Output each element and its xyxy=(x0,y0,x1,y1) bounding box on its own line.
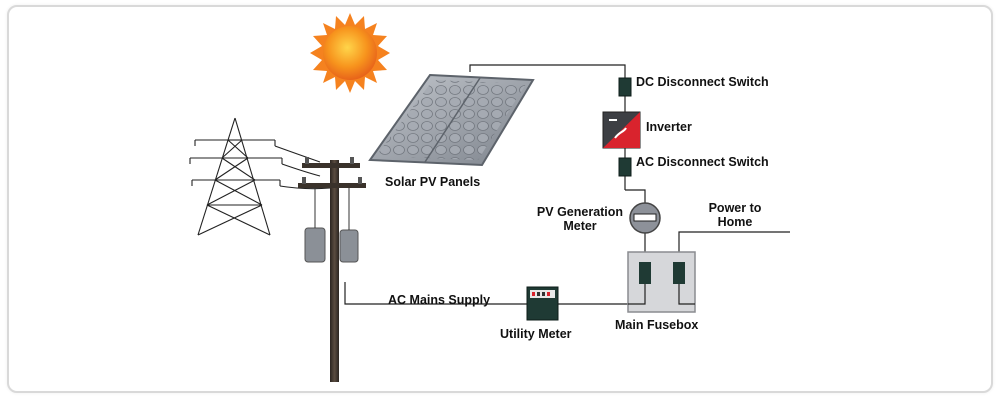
diagram-frame xyxy=(7,5,993,393)
ac-disconnect-switch-icon xyxy=(618,157,632,177)
fusebox-icon xyxy=(627,251,696,313)
utility-meter-icon xyxy=(526,286,559,321)
fusebox-label: Main Fusebox xyxy=(615,318,699,332)
pv-meter-label-line2: Meter xyxy=(563,219,597,233)
ac-disconnect-label: AC Disconnect Switch xyxy=(636,155,769,169)
solar-panels-label: Solar PV Panels xyxy=(385,175,481,189)
pv-meter-icon xyxy=(629,202,661,234)
wires xyxy=(344,64,790,305)
inverter-label: Inverter xyxy=(646,120,692,134)
power-home-label: Power to Home xyxy=(695,201,775,229)
inverter-icon xyxy=(602,111,641,149)
solar-panel-icon xyxy=(368,73,535,167)
transmission-tower-icon xyxy=(189,117,331,236)
power-home-label-line2: Home xyxy=(717,215,753,229)
utility-pole-icon xyxy=(298,157,366,382)
mains-supply-label: AC Mains Supply xyxy=(388,293,491,307)
dc-disconnect-switch-icon xyxy=(618,77,632,97)
utility-meter-label: Utility Meter xyxy=(500,327,572,341)
dc-disconnect-label: DC Disconnect Switch xyxy=(636,75,769,89)
pv-meter-label: PV Generation Meter xyxy=(530,205,630,233)
pv-meter-label-line1: PV Generation xyxy=(536,205,624,219)
sun-icon xyxy=(310,13,390,93)
power-home-label-line1: Power to xyxy=(708,201,762,215)
